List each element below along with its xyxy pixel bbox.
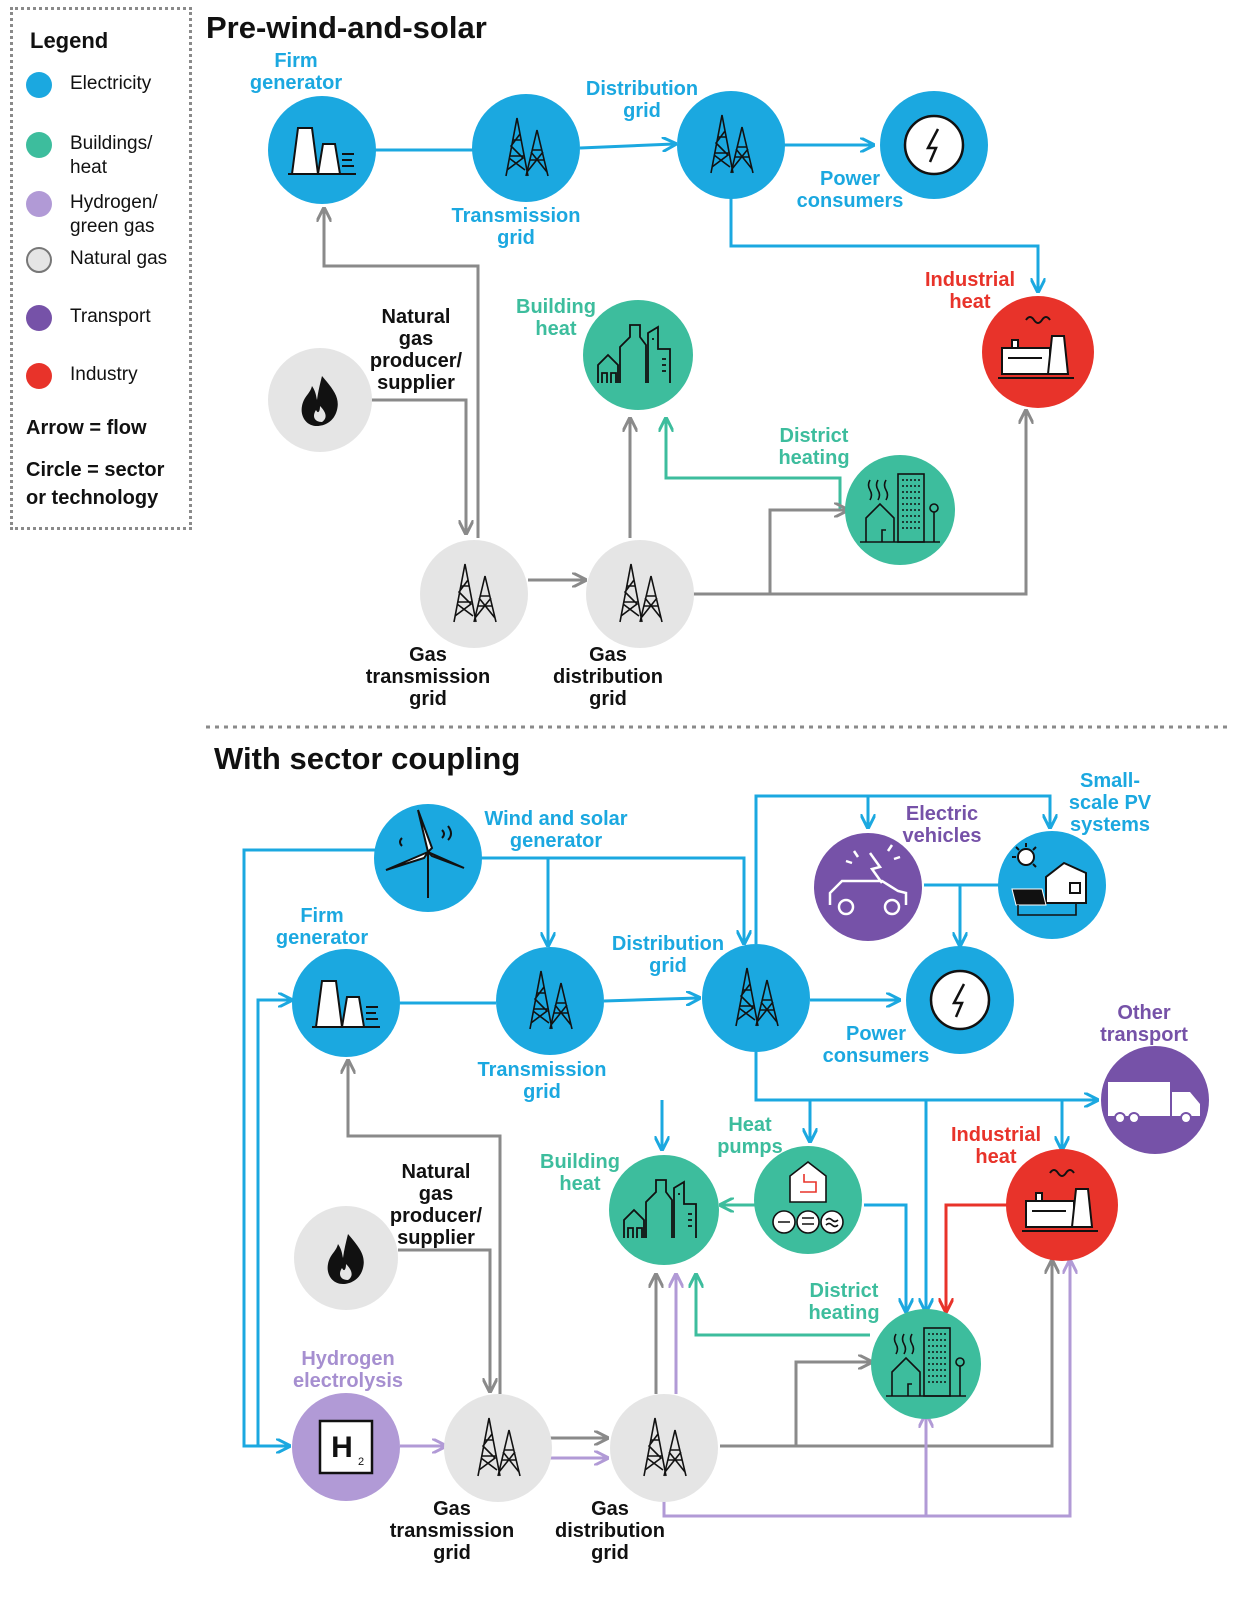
top-district-heating-label: District heating <box>778 425 850 469</box>
bottom-wind-solar-generator-label: Wind and solar generator <box>484 808 628 852</box>
bottom-nodes <box>292 804 1209 1502</box>
bottom-hydrogen-electrolysis-node <box>292 1393 400 1501</box>
legend-transport-label: Transport <box>70 306 151 327</box>
bottom-heat-pumps-label: Heat pumps <box>717 1114 783 1158</box>
bottom-industrial-heat-label: Industrial heat <box>950 1124 1042 1168</box>
bottom-electric-vehicles-node <box>814 833 922 941</box>
top-nodes <box>268 91 1094 648</box>
bottom-industrial-heat-node <box>1006 1149 1118 1261</box>
bottom-gas-distribution-grid-label: Gas distribution grid <box>555 1498 665 1564</box>
bottom-wind-solar-generator-node <box>374 804 482 912</box>
lightning-icon <box>903 114 965 176</box>
top-building-heat-label: Building heat <box>516 296 596 340</box>
bottom-small-scale-pv-label: Small- scale PV systems <box>1068 770 1152 836</box>
top-building-heat-node <box>583 300 693 410</box>
top-natural-gas-supplier-node <box>268 348 372 452</box>
legend-buildings-heat-label: Buildings/ heat <box>70 133 153 178</box>
top-firm-generator-node <box>268 96 376 204</box>
top-industrial-heat-node <box>982 296 1094 408</box>
legend-electricity-swatch <box>26 72 52 98</box>
top-natural-gas-supplier-label: Natural gas producer/ supplier <box>369 306 463 394</box>
legend-electricity-label: Electricity <box>70 73 152 94</box>
bottom-district-heating-node <box>871 1309 981 1419</box>
bottom-transmission-grid-node <box>496 947 604 1055</box>
top-transmission-grid-label: Transmission grid <box>451 205 581 249</box>
legend-circle-note: Circle = sector or technology <box>26 459 165 509</box>
h2-icon <box>318 1419 374 1475</box>
top-distribution-grid-node <box>677 91 785 199</box>
legend <box>10 7 192 530</box>
bottom-heat-pumps-node <box>754 1146 862 1254</box>
top-industrial-heat-label: Industrial heat <box>924 269 1016 313</box>
bottom-district-heating-label: District heating <box>808 1280 880 1324</box>
top-gas-transmission-grid-label: Gas transmission grid <box>365 644 491 710</box>
legend-arrow-note: Arrow = flow <box>26 417 147 439</box>
legend-natural-gas-swatch <box>26 247 52 273</box>
legend-buildings-heat-swatch <box>26 132 52 158</box>
top-district-heating-node <box>845 455 955 565</box>
bottom-natural-gas-supplier-label: Natural gas producer/ supplier <box>389 1161 483 1249</box>
lightning-icon <box>929 969 991 1031</box>
bottom-section-title: With sector coupling <box>214 741 521 776</box>
bottom-flows <box>242 794 1096 1518</box>
bottom-gas-transmission-grid-node <box>444 1394 552 1502</box>
bottom-other-transport-label: Other transport <box>1100 1002 1188 1046</box>
bottom-electric-vehicles-label: Electric vehicles <box>902 803 982 847</box>
bottom-small-scale-pv-node <box>998 831 1106 939</box>
top-gas-distribution-grid-node <box>586 540 694 648</box>
legend-industry-swatch <box>26 363 52 389</box>
top-section-title: Pre-wind-and-solar <box>206 10 487 45</box>
legend-hydrogen-label: Hydrogen/ green gas <box>70 192 158 237</box>
bottom-firm-generator-label: Firm generator <box>275 905 369 949</box>
bottom-natural-gas-supplier-node <box>294 1206 398 1310</box>
bottom-gas-distribution-grid-node <box>610 1394 718 1502</box>
bottom-distribution-grid-node <box>702 944 810 1052</box>
legend-industry-label: Industry <box>70 364 138 385</box>
bottom-gas-transmission-grid-label: Gas transmission grid <box>389 1498 515 1564</box>
legend-natural-gas-label: Natural gas <box>70 248 168 269</box>
legend-title: Legend <box>30 28 109 53</box>
top-transmission-grid-node <box>472 94 580 202</box>
bottom-power-consumers-node <box>906 946 1014 1054</box>
top-flows <box>324 144 1038 596</box>
bottom-building-heat-label: Building heat <box>540 1151 620 1195</box>
bottom-transmission-grid-label: Transmission grid <box>477 1059 607 1103</box>
legend-transport-swatch <box>26 305 52 331</box>
bottom-hydrogen-electrolysis-label: Hydrogen electrolysis <box>292 1348 404 1392</box>
bottom-power-consumers-label: Power consumers <box>822 1023 930 1067</box>
bottom-other-transport-node <box>1101 1046 1209 1154</box>
top-power-consumers-label: Power consumers <box>796 168 904 212</box>
legend-hydrogen-swatch <box>26 191 52 217</box>
bottom-building-heat-node <box>609 1155 719 1265</box>
bottom-distribution-grid-label: Distribution grid <box>611 933 725 977</box>
top-gas-distribution-grid-label: Gas distribution grid <box>553 644 663 710</box>
top-firm-generator-label: Firm generator <box>249 50 343 94</box>
top-power-consumers-node <box>880 91 988 199</box>
top-gas-transmission-grid-node <box>420 540 528 648</box>
bottom-firm-generator-node <box>292 949 400 1057</box>
top-distribution-grid-label: Distribution grid <box>585 78 699 122</box>
